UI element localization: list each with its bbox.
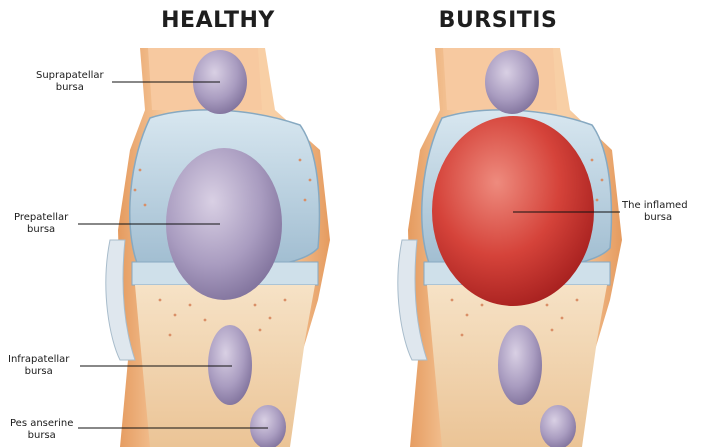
suprapatellar-bursa-shape-bursitis bbox=[485, 50, 539, 114]
suprapatellar-label-line2: bursa bbox=[36, 82, 104, 94]
inflamed-label-line2: bursa bbox=[622, 212, 713, 224]
pes-anserine-bursa-shape bbox=[250, 405, 286, 447]
pes-anserine-label: Pes anserine bursa bbox=[10, 418, 73, 442]
healthy-title: HEALTHY bbox=[108, 8, 328, 33]
infrapatellar-bursa-shape-bursitis bbox=[498, 325, 542, 405]
pes-anserine-label-line2: bursa bbox=[10, 430, 73, 442]
suprapatellar-label-line1: Suprapatellar bbox=[36, 70, 104, 82]
infrapatellar-label-line2: bursa bbox=[8, 366, 69, 378]
prepatellar-label-line2: bursa bbox=[14, 224, 68, 236]
bursitis-knee bbox=[398, 48, 622, 447]
prepatellar-label: Prepatellar bursa bbox=[14, 212, 68, 236]
infrapatellar-bursa-shape bbox=[208, 325, 252, 405]
pes-anserine-label-line1: Pes anserine bbox=[10, 418, 73, 430]
healthy-knee bbox=[106, 48, 330, 447]
prepatellar-label-line1: Prepatellar bbox=[14, 212, 68, 224]
suprapatellar-label: Suprapatellar bursa bbox=[36, 70, 104, 94]
inflamed-label: The inflamed bursa bbox=[622, 200, 713, 224]
inflamed-bursa-shape bbox=[432, 116, 594, 306]
inflamed-label-line1: The inflamed bbox=[622, 200, 713, 212]
infrapatellar-label-line1: Infrapatellar bbox=[8, 354, 69, 366]
pes-anserine-bursa-shape-bursitis bbox=[540, 405, 576, 447]
bursitis-title: BURSITIS bbox=[388, 8, 608, 33]
infrapatellar-label: Infrapatellar bursa bbox=[8, 354, 69, 378]
